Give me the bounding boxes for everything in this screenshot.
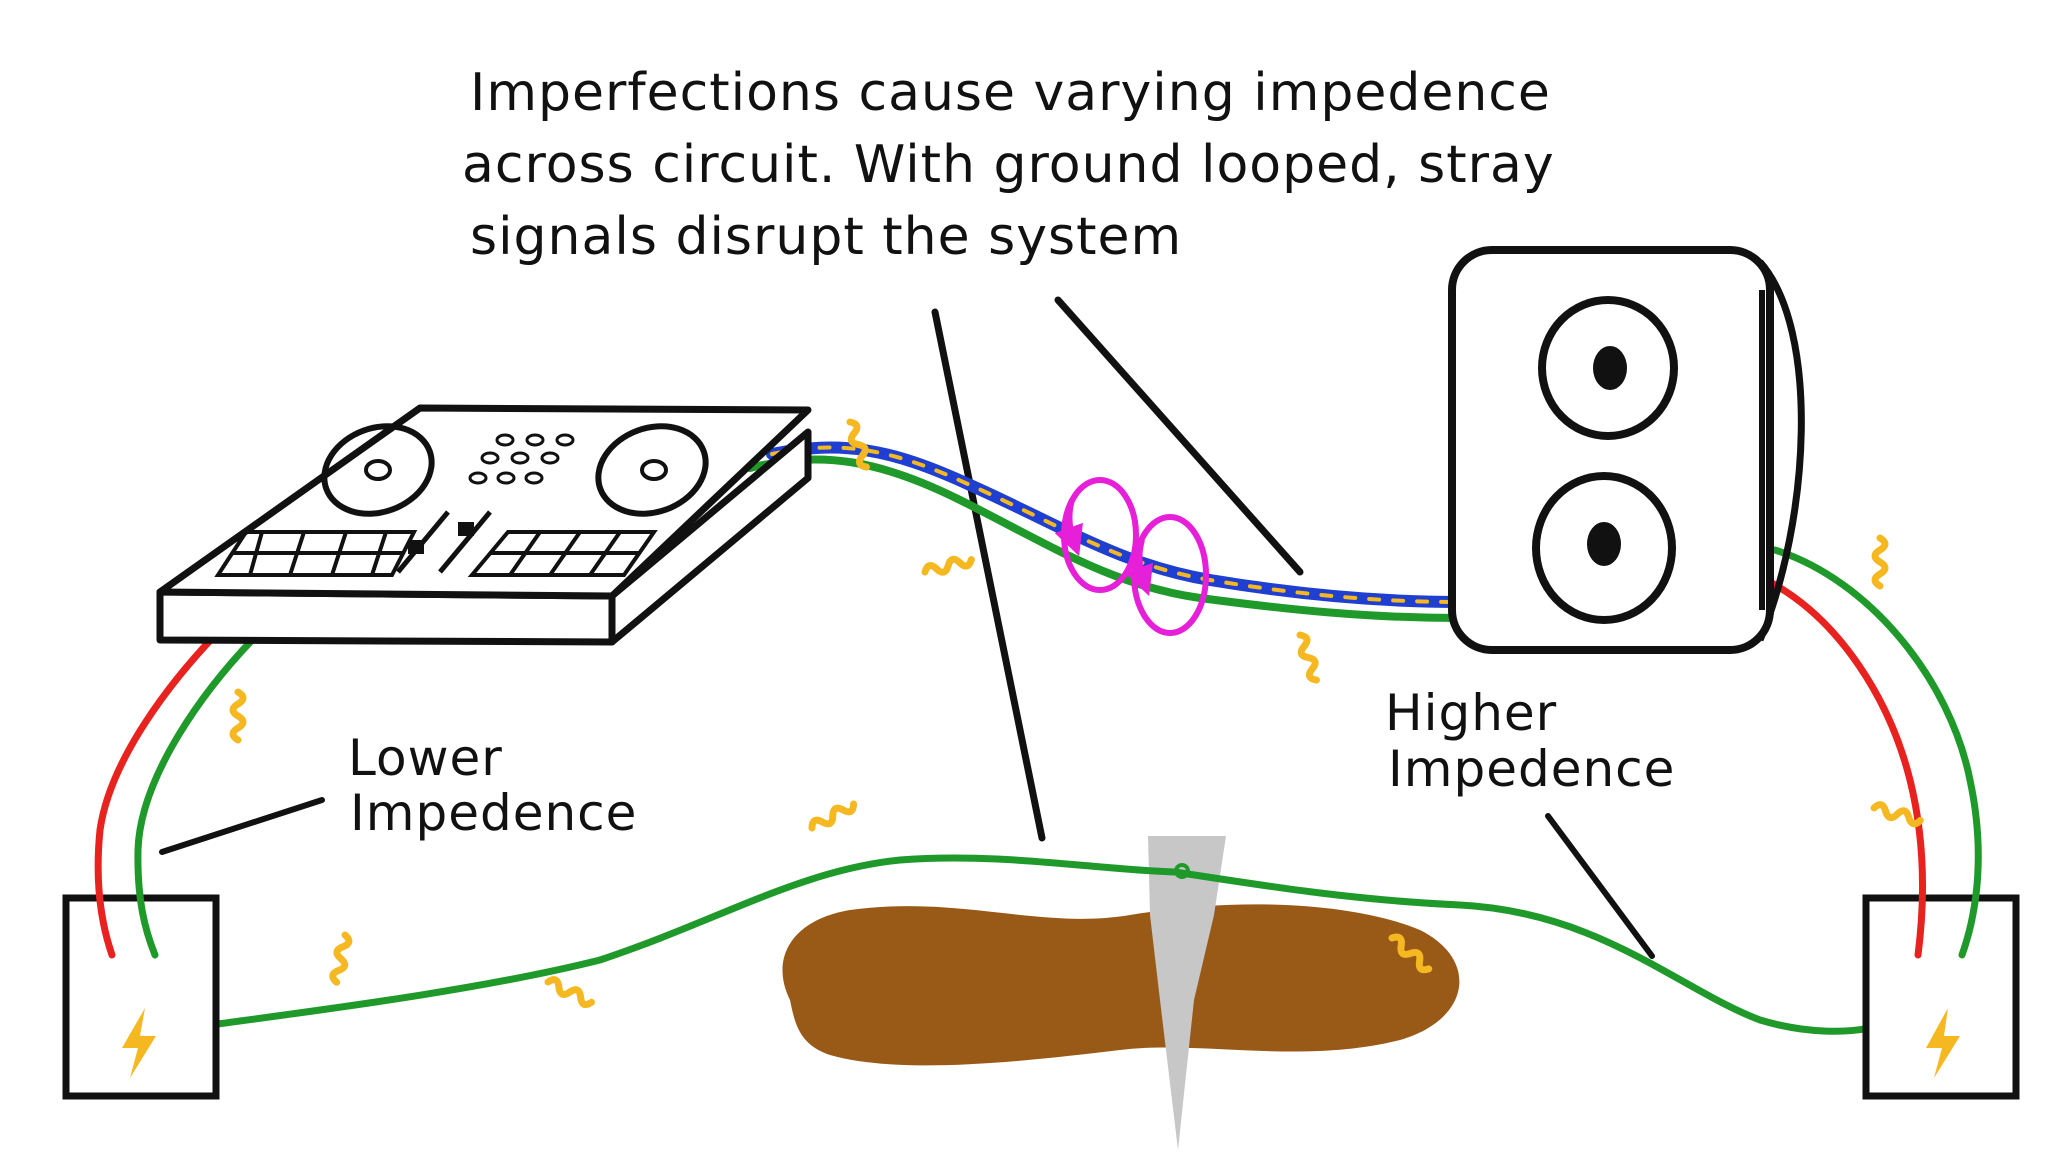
ground-clamp [1174,863,1190,879]
lightning-bolt-icon [1926,1008,1960,1078]
caption-line-1: Imperfections cause varying impedence [470,63,1551,123]
caption-line-2: across circuit. With ground looped, stra… [462,135,1555,195]
annotation-caption: Imperfections cause varying impedence ac… [462,63,1555,267]
lightning-bolt-icon [122,1008,156,1078]
left-ground-wire [134,618,274,959]
interference-loops [1054,477,1209,636]
label-lower: Lower [348,729,503,787]
label-lower-impedence-word: Impedence [350,784,637,842]
ground-stake [1148,836,1226,1150]
right-ground-wire [1771,546,1982,959]
label-higher-pointer [1545,813,1655,959]
speaker-icon [1448,246,1805,654]
dj-controller-icon [156,404,812,646]
left-live-wire [94,618,232,959]
label-lower-impedence: Lower Impedence [159,729,637,855]
signal-cable-noise [770,445,1462,604]
right-live-wire [1766,578,1927,959]
caption-pointer-line-right [1054,296,1304,576]
label-lower-pointer [159,797,325,855]
soil-mound [782,904,1460,1066]
caption-pointer-line-left [931,308,1046,842]
label-higher: Higher [1385,684,1557,742]
outlet-left [62,894,220,1100]
outlet-right [1862,894,2020,1100]
label-higher-impedence: Higher Impedence [1385,684,1675,959]
caption-line-3: signals disrupt the system [470,207,1182,267]
ground-wire-bottom [214,854,1874,1035]
label-higher-impedence-word: Impedence [1388,740,1675,798]
